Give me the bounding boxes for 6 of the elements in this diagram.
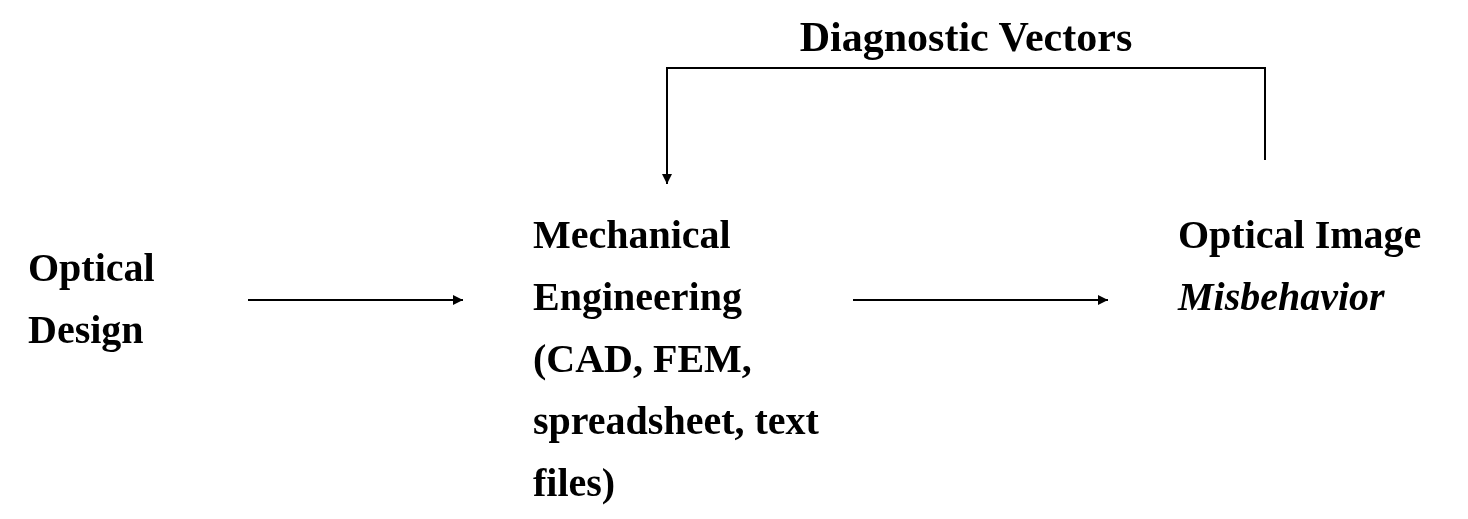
arrow	[247, 295, 464, 305]
node-text: Mechanical Engineering (CAD, FEM, spreadsheet, text files)	[533, 211, 820, 507]
node-text: Optical Design	[28, 244, 156, 354]
node-text: Optical Image Misbehavior	[1178, 211, 1423, 321]
arrow	[852, 295, 1109, 305]
arrow	[662, 67, 1266, 185]
